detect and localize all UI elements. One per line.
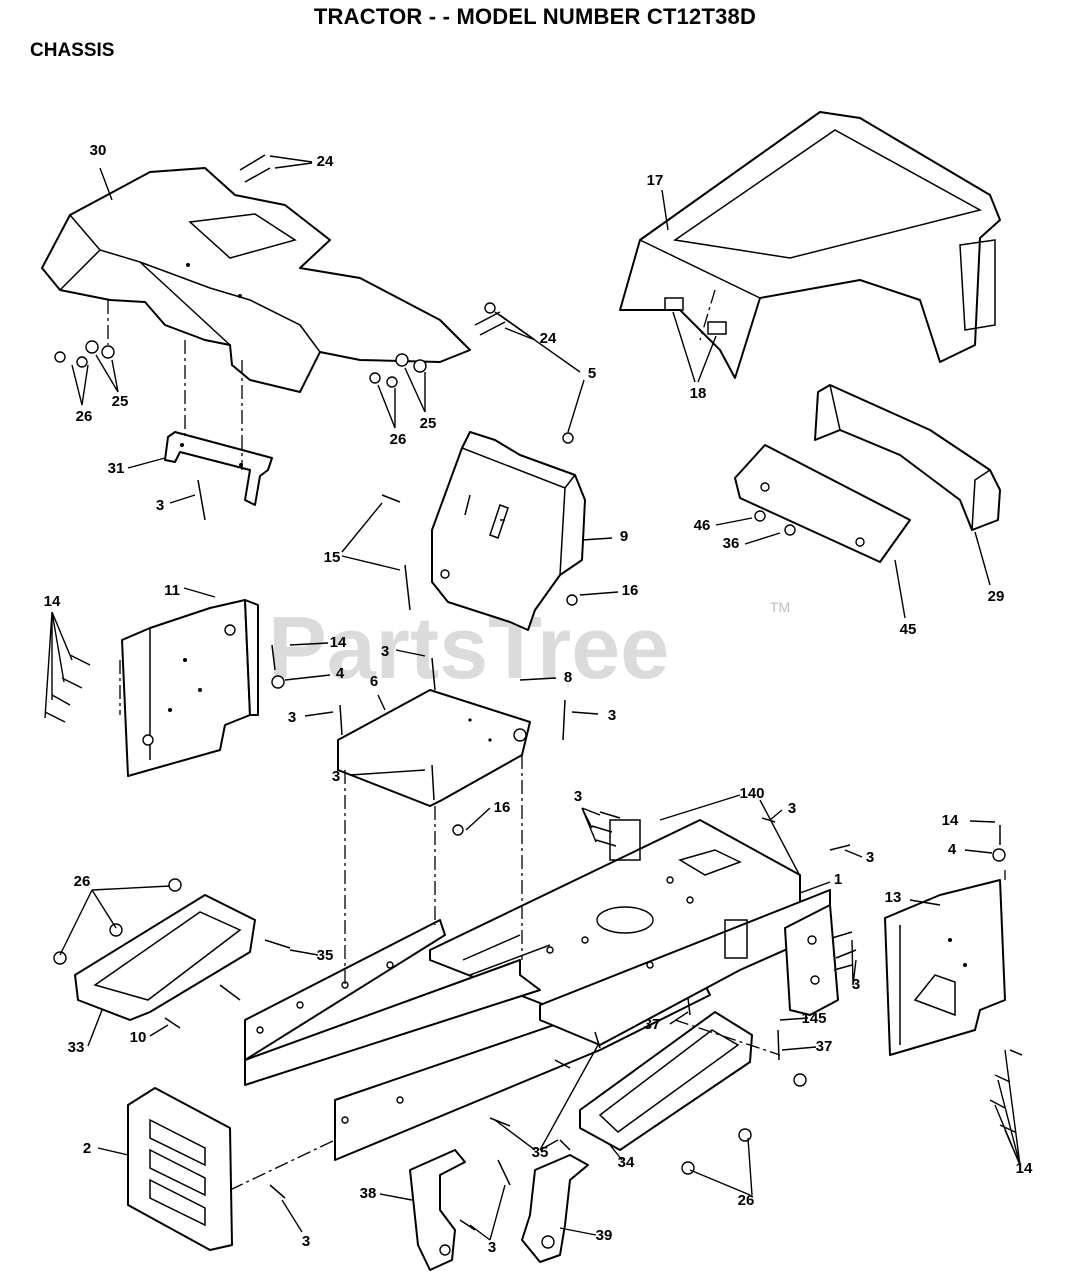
section-heading: CHASSIS [30,40,115,61]
shield-part-29 [814,384,1001,531]
callout-14: 14 [330,634,347,651]
callout-140: 140 [739,785,764,802]
callout-37: 37 [644,1016,661,1033]
callout-18: 18 [690,385,707,402]
callout-24: 24 [540,330,557,347]
callout-35: 35 [532,1144,549,1161]
callout-36: 36 [723,535,740,552]
bracket-part-38 [409,1149,466,1271]
callout-26: 26 [76,408,93,425]
bracket-part-45 [734,444,911,563]
callout-14: 14 [942,812,959,829]
callout-13: 13 [885,889,902,906]
plate-part-6 [337,689,531,807]
hood-part-17 [619,111,1001,379]
callout-4: 4 [336,665,345,682]
callout-3: 3 [288,709,296,726]
callout-2: 2 [83,1140,91,1157]
callout-labels: 3024241726252625185313946361516452911141… [44,142,1033,1256]
callout-38: 38 [360,1185,377,1202]
callout-3: 3 [332,768,340,785]
callout-16: 16 [494,799,511,816]
side-panel-part-11 [121,599,259,777]
callout-25: 25 [112,393,129,410]
callout-8: 8 [564,669,572,686]
callout-46: 46 [694,517,711,534]
bracket-part-2 [127,1087,233,1251]
callout-9: 9 [620,528,628,545]
watermark-trademark: TM [770,599,790,615]
footrest-part-34 [579,1011,753,1151]
side-panel-part-13 [884,879,1006,1056]
dash-panel-part-9 [431,431,586,631]
callout-3: 3 [608,707,616,724]
watermark-text: PartsTree [268,598,669,697]
callout-26: 26 [390,431,407,448]
callout-11: 11 [164,582,180,599]
callout-4: 4 [948,841,957,858]
callout-30: 30 [90,142,107,159]
callout-34: 34 [618,1154,635,1171]
main-frame-part-1 [244,819,831,1161]
leader-lines [44,155,1021,1241]
callout-26: 26 [74,873,91,890]
callout-3: 3 [302,1233,310,1250]
callout-15: 15 [324,549,341,566]
callout-145: 145 [801,1010,826,1027]
callout-3: 3 [788,800,796,817]
callout-5: 5 [588,365,596,382]
callout-6: 6 [370,673,378,690]
callout-3: 3 [156,497,164,514]
callout-3: 3 [866,849,874,866]
callout-29: 29 [988,588,1005,605]
callout-45: 45 [900,621,917,638]
callout-26: 26 [738,1192,755,1209]
callout-14: 14 [44,593,61,610]
callout-3: 3 [381,643,389,660]
callout-25: 25 [420,415,437,432]
alignment-lines [107,289,1006,1191]
callout-37: 37 [816,1038,833,1055]
bracket-part-31 [164,431,273,506]
bracket-part-39 [521,1154,589,1263]
bracket-part-140 [784,904,839,1016]
callout-3: 3 [574,788,582,805]
callout-31: 31 [108,460,125,477]
hardware [44,154,1023,1231]
callout-1: 1 [834,871,842,888]
callout-24: 24 [317,153,334,170]
callout-39: 39 [596,1227,613,1244]
callout-33: 33 [68,1039,85,1056]
callout-14: 14 [1016,1160,1033,1177]
callout-3: 3 [852,976,860,993]
footrest-part-33 [74,894,256,1021]
callout-16: 16 [622,582,639,599]
callout-10: 10 [130,1029,147,1046]
page-title: TRACTOR - - MODEL NUMBER CT12T38D [313,4,757,29]
callout-17: 17 [647,172,664,189]
callout-3: 3 [488,1239,496,1256]
callout-35: 35 [317,947,334,964]
